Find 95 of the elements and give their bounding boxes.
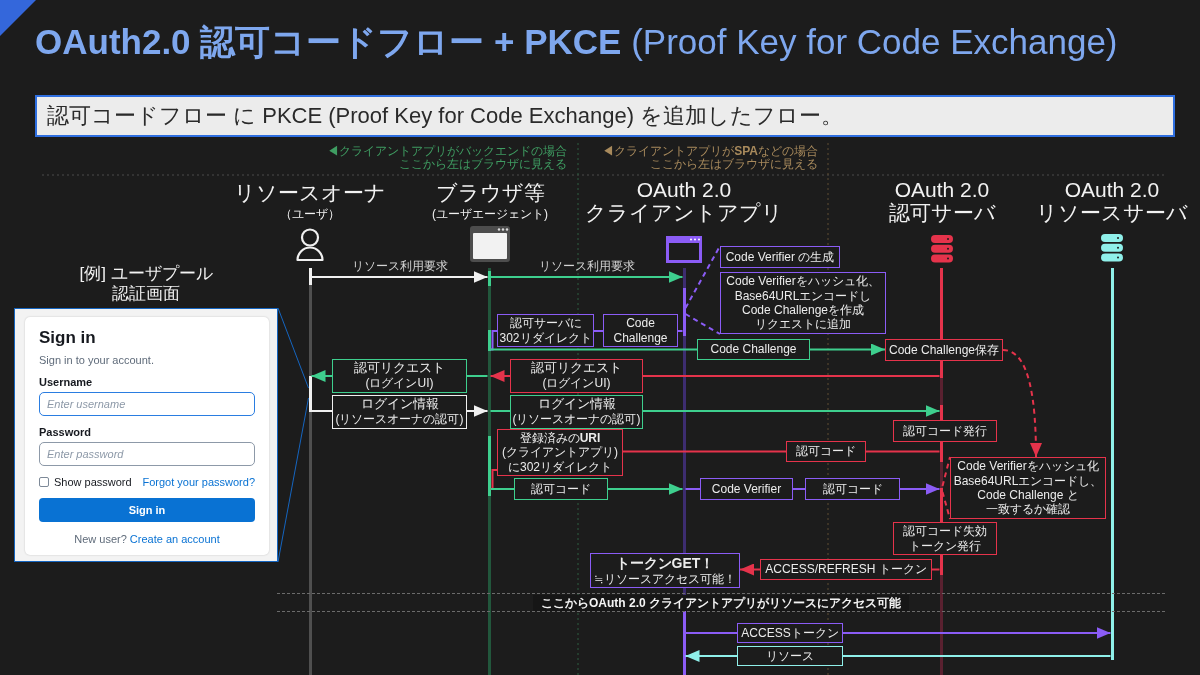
- summary-banner: 認可コードフロー に PKCE (Proof Key for Code Exchange) を追加したフロー。: [35, 95, 1175, 137]
- message-box: 認可コード: [514, 478, 608, 500]
- edge-label: リソース利用要求: [538, 259, 635, 273]
- edge-label: リソース利用要求: [351, 259, 448, 273]
- participant-role: （ユーザ）: [280, 206, 340, 222]
- box-body: (ログインUI): [542, 376, 611, 391]
- link: Forgot your password?: [142, 475, 255, 489]
- participant-name: OAuth 2.0 クライアントアプリ: [585, 178, 783, 224]
- box-body: (リソースオーナの認可): [335, 412, 464, 427]
- arrow: [809, 343, 886, 356]
- arrow: [684, 650, 738, 662]
- lifeline: [1110, 268, 1114, 660]
- leader-line: [277, 397, 309, 563]
- arrow: [489, 370, 511, 382]
- field-label: Password: [39, 426, 91, 439]
- input-field: Enter username: [39, 392, 255, 416]
- connector-line: [466, 375, 489, 377]
- connector-line: [792, 488, 806, 490]
- participant-name: OAuth 2.0 認可サーバ: [888, 178, 996, 224]
- message-box: Code Challenge: [603, 314, 678, 347]
- arrow: [489, 271, 684, 283]
- message-box: [510, 395, 643, 429]
- message-box: [332, 359, 467, 393]
- participant-name: OAuth 2.0 リソースサーバ: [1036, 178, 1188, 224]
- connector-line: [489, 488, 515, 490]
- title: OAuth2.0 認可コードフロー + PKCE (Proof Key for Code Exchange): [35, 21, 1118, 63]
- message-box: リソース: [737, 646, 843, 666]
- connector-line: [642, 375, 941, 377]
- note-text: ◀クライアントアプリがバックエンドの場合ここから左はブラウザに見える: [327, 145, 567, 171]
- message-box: 認可サーバに 302リダイレクト: [497, 314, 594, 347]
- box-heading: 認可リクエスト: [531, 361, 622, 377]
- box-heading: 認可リクエスト: [354, 361, 445, 377]
- connector-line: [622, 450, 787, 453]
- arrow: [607, 483, 684, 495]
- message-box: Code Challenge: [697, 339, 810, 360]
- section-band: [277, 593, 1165, 612]
- message-box: ACCESSトークン: [737, 623, 843, 643]
- connector-line: [865, 450, 941, 453]
- prompt-text: New user?: [74, 533, 127, 545]
- message-box: Code Verifier: [700, 478, 793, 500]
- arrow: [899, 483, 941, 495]
- connector-line: [684, 488, 701, 490]
- input-field: Enter password: [39, 442, 255, 466]
- connector-line: [842, 655, 1112, 657]
- box-body: (リソースオーナの認可): [512, 412, 641, 427]
- arrow: [842, 627, 1112, 639]
- heading-text: Sign in: [39, 328, 96, 348]
- helper-text: Sign in to your account.: [39, 354, 154, 367]
- box-body: ≒リソースアクセス可能！: [594, 571, 736, 587]
- leader-line: [277, 307, 309, 389]
- participant-role: (ユーザエージェント): [432, 206, 548, 222]
- connector-line: [931, 568, 941, 571]
- connector-line: [489, 469, 498, 490]
- connector-line: [684, 632, 738, 634]
- participant-name: ブラウザ等: [435, 180, 545, 206]
- band-text: ここからOAuth 2.0 クライアントアプリがリソースにアクセス可能: [533, 594, 909, 611]
- participant-name: リソースオーナ: [234, 180, 386, 206]
- field-label: Username: [39, 376, 93, 389]
- arrow: [466, 405, 489, 417]
- box-body: (ログインUI): [365, 376, 434, 391]
- message-box: [332, 395, 467, 429]
- connector-line: [489, 348, 698, 351]
- step-box: 認可コード失効トークン発行: [893, 522, 997, 555]
- connector-line: [310, 410, 333, 412]
- note-box: Code Verifierをハッシュ化、 Base64URLエンコードし Code Challengeを作成リクエストに追加: [720, 272, 886, 334]
- box-heading: トークンGET！: [615, 554, 715, 572]
- callout-line: [941, 456, 951, 487]
- lifeline: [308, 268, 312, 675]
- curved-arrow: [1002, 349, 1042, 458]
- connector-line: [489, 330, 498, 351]
- arrow: [642, 405, 941, 417]
- arrow: [310, 271, 489, 283]
- message-box: 認可コード: [786, 441, 866, 462]
- connector-line: [593, 330, 604, 332]
- note-box: Code Verifierをハッシュ化 Base64URLエンコードし、 Code Challenge と一致するか確認: [950, 457, 1106, 519]
- lifeline: [487, 268, 491, 675]
- result-box: [590, 553, 740, 588]
- message-box: [510, 359, 643, 393]
- connector-line: [489, 410, 511, 412]
- link: Create an account: [129, 533, 220, 545]
- message-box: 認可コード: [805, 478, 900, 500]
- box-heading: ログイン情報: [360, 397, 439, 413]
- message-box: ACCESS/REFRESH トークン: [760, 559, 932, 580]
- callout-line: [684, 245, 721, 309]
- note-box: Code Verifier の生成: [720, 246, 840, 268]
- connector-line: [677, 330, 684, 332]
- arrow: [739, 563, 761, 576]
- panel-heading: [例] ユーザプール認証画面: [79, 264, 213, 304]
- checkbox-label: Show password: [54, 475, 132, 489]
- arrow: [310, 370, 333, 382]
- callout-line: [941, 491, 951, 520]
- step-box: Code Challenge保存: [885, 339, 1003, 361]
- step-box: 認可コード発行: [893, 420, 997, 442]
- box-heading: ログイン情報: [537, 397, 616, 413]
- sign-in-button: Sign in: [39, 498, 255, 522]
